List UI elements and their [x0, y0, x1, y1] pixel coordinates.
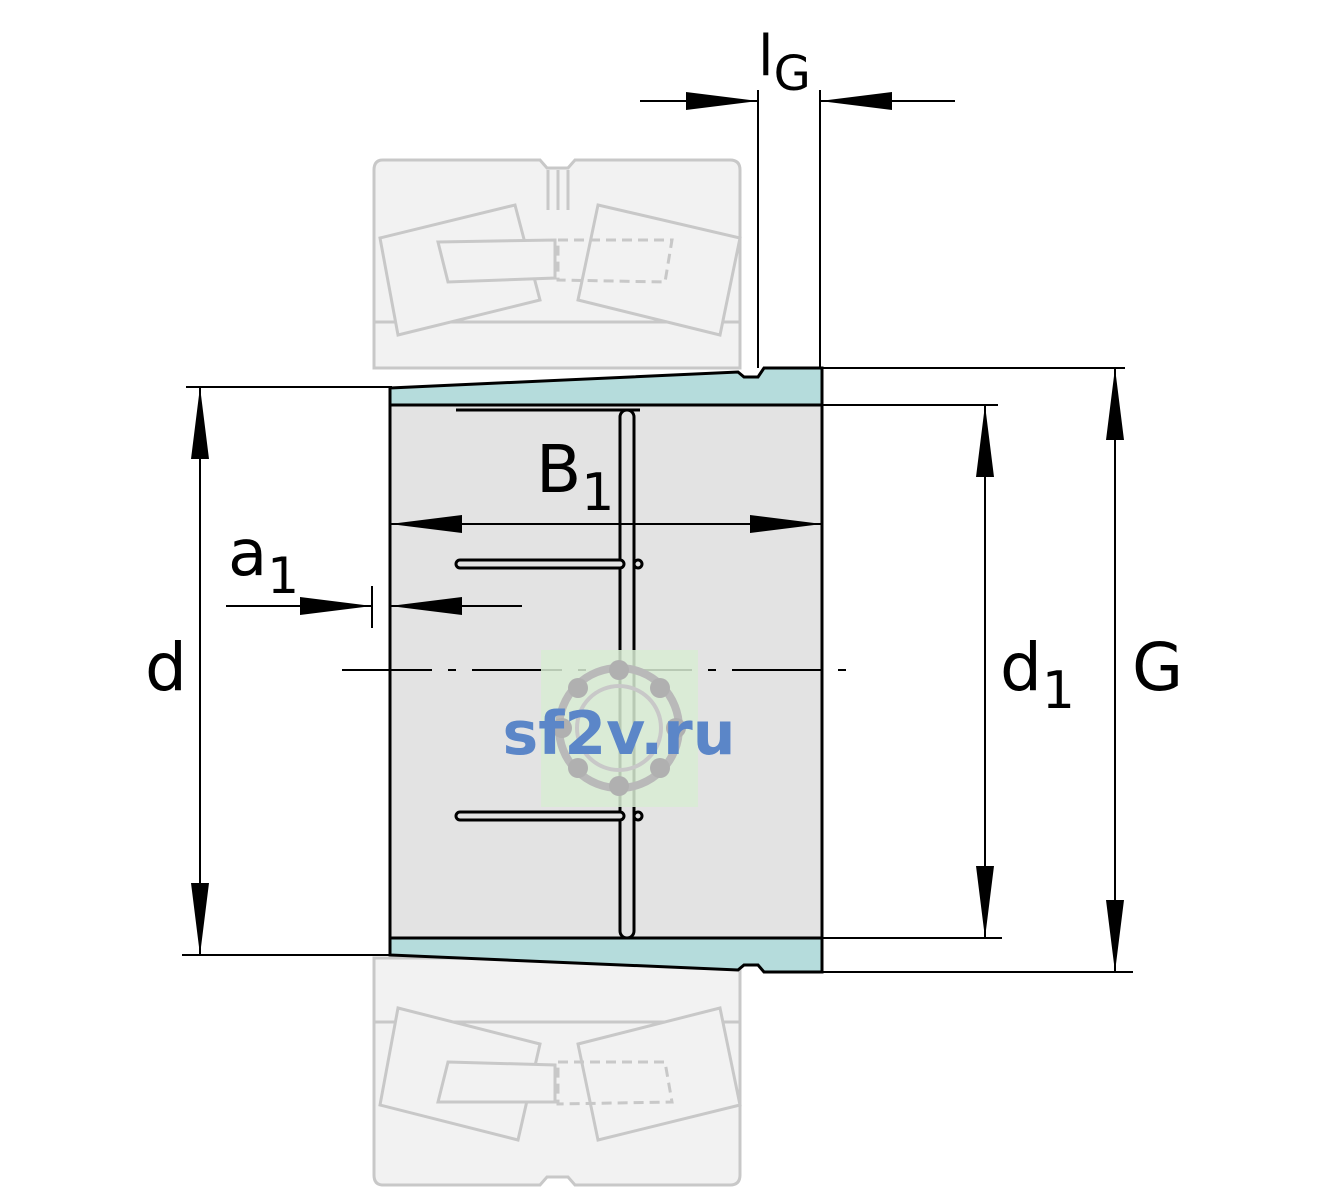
label-a1: a1 — [228, 517, 299, 605]
sleeve-bottom-wall — [388, 936, 824, 974]
dimension-B1 — [390, 515, 822, 533]
dimension-d — [182, 386, 392, 956]
dimension-G — [822, 367, 1133, 973]
label-d1: d1 — [1000, 629, 1075, 721]
lower-rollers — [374, 1006, 742, 1142]
dimension-lG — [640, 90, 955, 368]
dimension-d1 — [822, 404, 1002, 939]
label-G: G — [1132, 629, 1183, 706]
watermark-text: sf2v.ru — [503, 699, 736, 769]
sleeve-top-wall — [388, 366, 824, 407]
watermark: sf2v.ru — [503, 650, 736, 807]
dimension-a1 — [226, 586, 522, 628]
label-d: d — [145, 629, 187, 706]
label-lG: lG — [758, 24, 811, 102]
upper-rollers — [374, 170, 742, 337]
label-B1: B1 — [536, 431, 614, 523]
